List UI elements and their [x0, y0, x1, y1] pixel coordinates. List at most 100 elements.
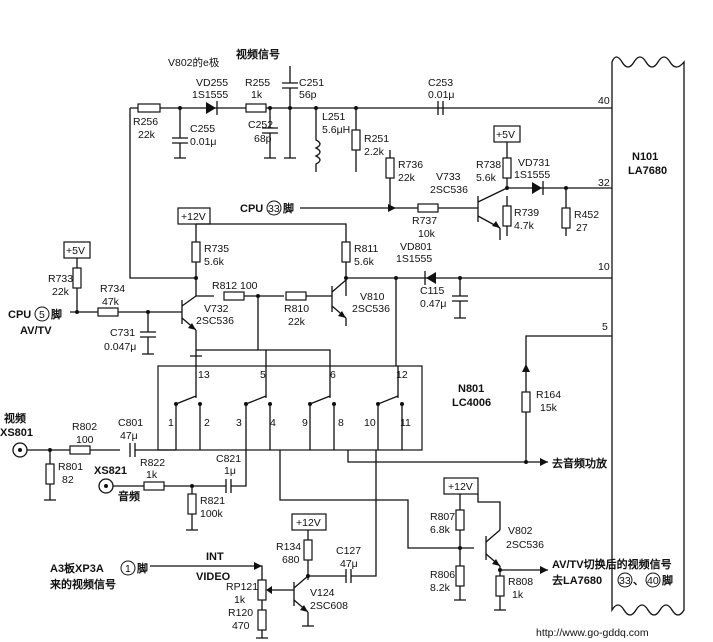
v802-val: 2SC536 [506, 539, 544, 551]
r812-val: 100 [240, 280, 258, 292]
r734-ref: R734 [100, 283, 125, 295]
r251-ref: R251 [364, 133, 389, 145]
v732-val: 2SC536 [196, 315, 234, 327]
output-pin-33: 33 [619, 575, 631, 587]
resistor-r808 [495, 575, 505, 597]
a3-label-line2: 来的视频信号 [49, 577, 116, 591]
c251-ref: C251 [299, 77, 324, 89]
r810-val: 22k [288, 316, 306, 328]
a3-pin-number: 1 [125, 563, 131, 575]
r736-val: 22k [398, 172, 416, 184]
ic-n101-body [611, 56, 685, 616]
resistor-r735 [191, 241, 201, 263]
vd801-ref: VD801 [400, 241, 432, 253]
c251-val: 56p [299, 89, 317, 101]
r806-ref: R806 [430, 569, 455, 581]
r255-val: 1k [251, 89, 263, 101]
resistor-r737 [417, 203, 439, 213]
r807-val: 6.8k [430, 524, 451, 536]
n101-pin-40: 40 [598, 95, 610, 107]
r737-val: 10k [418, 228, 436, 240]
v733-ref: V733 [436, 171, 461, 183]
v810-ref: V810 [360, 291, 385, 303]
cpu33-pin-number: 33 [268, 203, 280, 215]
r251-val: 2.2k [364, 146, 385, 158]
supply-12v-b-label: +12V [296, 517, 321, 529]
cpu33-suffix: 脚 [283, 201, 294, 215]
potentiometer-rp121 [257, 579, 267, 601]
supply-12v-a-label: +12V [181, 211, 206, 223]
c731-ref: C731 [110, 327, 135, 339]
n801-pin-11: 11 [400, 417, 411, 429]
video-signal-label: 视频信号 [236, 47, 280, 61]
l251-val: 5.6μH [322, 124, 350, 136]
resistor-r738 [502, 157, 512, 179]
n801-pin-3: 3 [236, 417, 242, 429]
n801-pin-2: 2 [204, 417, 210, 429]
n801-pin-4: 4 [270, 417, 276, 429]
video-en-label: VIDEO [196, 571, 231, 583]
r452-ref: R452 [574, 209, 599, 221]
cpu5-label: CPU [8, 309, 31, 321]
supply-5v-b-label: +5V [496, 129, 515, 141]
c253-val: 0.01μ [428, 89, 455, 101]
resistor-r134 [303, 539, 313, 561]
r738-val: 5.6k [476, 172, 497, 184]
v732-ref: V732 [204, 303, 229, 315]
r452-val: 27 [576, 222, 588, 234]
to-audio-amp-label: 去音频功放 [552, 456, 608, 470]
resistor-r120 [257, 609, 267, 631]
output-label-line2: 去LA7680 [552, 573, 602, 587]
r801-val: 82 [62, 474, 74, 486]
r134-val: 680 [282, 554, 300, 566]
resistor-r811 [341, 241, 351, 263]
r734-val: 47k [102, 296, 120, 308]
resistor-r256 [137, 103, 161, 113]
n101-pin-32: 32 [598, 177, 610, 189]
v733-val: 2SC536 [430, 184, 468, 196]
v124-ref: V124 [310, 587, 335, 599]
resistor-r821 [187, 493, 197, 515]
c731-val: 0.047μ [104, 341, 136, 353]
resistor-r164 [521, 391, 531, 413]
ic-n101-part: LA7680 [628, 165, 667, 177]
v810-val: 2SC536 [352, 303, 390, 315]
r120-val: 470 [232, 620, 250, 632]
n101-pin-10: 10 [598, 261, 610, 273]
r810-ref: R810 [284, 303, 309, 315]
r822-val: 1k [146, 469, 158, 481]
vd255-ref: VD255 [196, 77, 228, 89]
r256-ref: R256 [133, 116, 158, 128]
cpu33-label: CPU [240, 203, 263, 215]
c821-val: 1μ [224, 465, 236, 477]
diode-vd731 [532, 182, 542, 194]
r735-ref: R735 [204, 243, 229, 255]
r255-ref: R255 [245, 77, 270, 89]
cpu5-suffix: 脚 [51, 307, 62, 321]
r808-val: 1k [512, 589, 524, 601]
resistor-r255 [245, 103, 267, 113]
n801-pin-6: 6 [330, 369, 336, 381]
c801-ref: C801 [118, 417, 143, 429]
watermark: http://www.go-gddq.com [536, 627, 649, 639]
vd255-val: 1S1555 [192, 89, 228, 101]
r812-ref: R812 [212, 280, 237, 292]
n801-pin-13: 13 [198, 369, 210, 381]
ic-n801-part: LC4006 [452, 397, 491, 409]
rp121-ref: RP121 [226, 581, 258, 593]
xs821-label: XS821 [94, 465, 127, 477]
v802-e-label: V802的e极 [168, 56, 220, 69]
r735-val: 5.6k [204, 256, 225, 268]
v802-ref: V802 [508, 525, 533, 537]
supply-5v-a-label: +5V [66, 245, 85, 257]
supply-12v-a [177, 207, 211, 225]
c127-ref: C127 [336, 545, 361, 557]
ic-n101-ref: N101 [632, 151, 658, 163]
r738-ref: R738 [476, 159, 501, 171]
v124-val: 2SC608 [310, 600, 348, 612]
r802-val: 100 [76, 434, 94, 446]
resistor-r736 [385, 157, 395, 179]
c127-val: 47μ [340, 558, 358, 570]
